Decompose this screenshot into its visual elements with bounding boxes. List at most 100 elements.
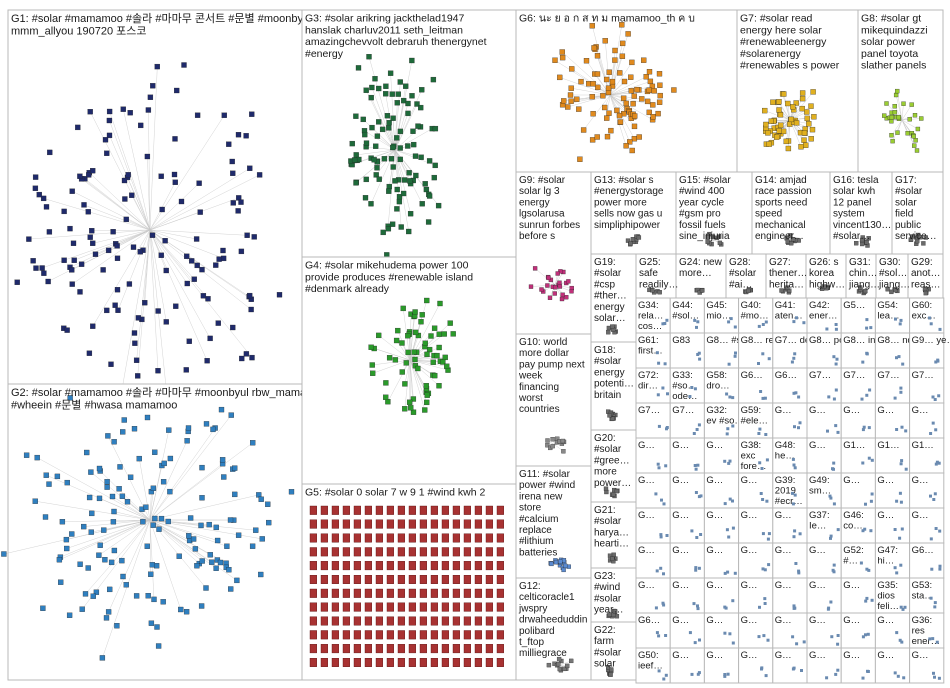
node[interactable]	[625, 238, 631, 243]
node[interactable]	[793, 100, 799, 106]
node[interactable]	[863, 288, 868, 294]
node[interactable]	[363, 140, 370, 146]
node[interactable]	[763, 602, 767, 605]
node[interactable]	[617, 119, 624, 125]
node[interactable]	[426, 158, 433, 164]
node[interactable]	[665, 534, 669, 537]
node[interactable]	[430, 76, 437, 83]
node[interactable]	[111, 508, 117, 515]
node[interactable]	[40, 605, 46, 611]
node[interactable]	[419, 547, 428, 557]
node[interactable]	[368, 201, 374, 207]
node[interactable]	[104, 484, 110, 490]
node[interactable]	[912, 143, 917, 148]
node[interactable]	[422, 181, 428, 187]
node[interactable]	[375, 533, 384, 543]
node[interactable]	[373, 143, 379, 149]
node[interactable]	[353, 602, 362, 612]
node[interactable]	[88, 469, 94, 475]
node[interactable]	[808, 103, 814, 109]
small-group-cell[interactable]: G…	[635, 577, 671, 614]
node[interactable]	[650, 114, 656, 120]
node[interactable]	[419, 644, 428, 654]
node[interactable]	[106, 108, 113, 115]
node[interactable]	[761, 323, 765, 326]
node[interactable]	[836, 528, 840, 532]
node[interactable]	[389, 91, 395, 97]
node[interactable]	[893, 92, 899, 98]
node[interactable]	[419, 630, 428, 640]
node[interactable]	[474, 561, 483, 571]
node[interactable]	[103, 615, 110, 621]
node[interactable]	[763, 597, 767, 601]
node[interactable]	[474, 644, 483, 654]
node[interactable]	[610, 416, 615, 421]
node[interactable]	[656, 99, 663, 105]
node[interactable]	[590, 111, 596, 117]
node[interactable]	[430, 533, 439, 543]
node[interactable]	[809, 126, 816, 133]
node[interactable]	[795, 316, 798, 320]
node[interactable]	[463, 616, 472, 626]
node[interactable]	[104, 150, 110, 156]
node[interactable]	[791, 502, 795, 506]
node[interactable]	[825, 676, 829, 680]
node[interactable]	[934, 360, 938, 364]
node[interactable]	[406, 399, 413, 405]
node[interactable]	[320, 519, 329, 529]
small-group-cell[interactable]: G6…	[772, 367, 808, 404]
node[interactable]	[694, 491, 698, 494]
node[interactable]	[758, 427, 762, 431]
node[interactable]	[657, 669, 661, 673]
node[interactable]	[106, 132, 113, 139]
node[interactable]	[767, 357, 771, 361]
node[interactable]	[793, 606, 797, 610]
node[interactable]	[463, 644, 472, 654]
node[interactable]	[799, 90, 806, 96]
small-group-cell[interactable]: G…	[669, 577, 705, 614]
node[interactable]	[889, 133, 894, 138]
node[interactable]	[561, 567, 566, 573]
node[interactable]	[794, 562, 798, 565]
node[interactable]	[309, 616, 318, 626]
node[interactable]	[933, 605, 937, 609]
node[interactable]	[934, 462, 938, 466]
node[interactable]	[364, 658, 373, 668]
node[interactable]	[830, 635, 834, 639]
node[interactable]	[604, 133, 611, 140]
node[interactable]	[825, 327, 829, 331]
node[interactable]	[216, 256, 222, 262]
node[interactable]	[594, 53, 601, 59]
node[interactable]	[452, 533, 461, 543]
node[interactable]	[496, 575, 505, 585]
node[interactable]	[591, 45, 597, 51]
node[interactable]	[402, 381, 408, 387]
node[interactable]	[792, 463, 796, 467]
node[interactable]	[408, 658, 417, 668]
node[interactable]	[110, 229, 116, 235]
node[interactable]	[485, 533, 494, 543]
node[interactable]	[859, 237, 865, 243]
node[interactable]	[426, 193, 433, 199]
small-group-cell[interactable]: G7…	[635, 402, 671, 439]
node[interactable]	[342, 588, 351, 598]
node[interactable]	[697, 495, 701, 499]
node[interactable]	[792, 535, 796, 539]
node[interactable]	[244, 232, 250, 238]
node[interactable]	[77, 561, 83, 567]
small-group-cell[interactable]: G…	[703, 472, 740, 509]
node[interactable]	[401, 177, 408, 183]
node[interactable]	[933, 601, 937, 605]
node[interactable]	[903, 605, 907, 609]
node[interactable]	[397, 519, 406, 529]
node[interactable]	[693, 464, 697, 467]
node[interactable]	[220, 247, 226, 254]
node[interactable]	[207, 552, 213, 558]
node[interactable]	[230, 170, 236, 176]
node[interactable]	[309, 505, 318, 515]
node[interactable]	[790, 104, 796, 110]
